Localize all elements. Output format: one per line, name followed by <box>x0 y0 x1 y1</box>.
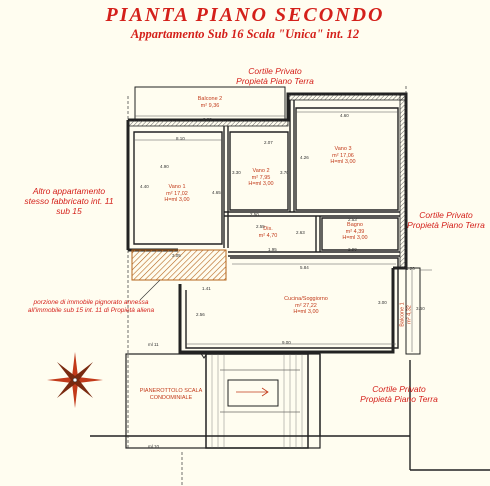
dim-label: 2.63 <box>296 230 305 235</box>
dim-label: 2.53 <box>348 217 357 222</box>
text-line: PIANEROTTOLO SCALA <box>139 388 203 394</box>
text-line: Propietà Piano Terra <box>407 220 485 230</box>
lower-walls <box>90 354 490 471</box>
dim-label: 1.20 <box>406 266 415 271</box>
text-line: all'immobile sub 15 int. 11 di Propietà … <box>27 307 155 314</box>
dim-label: 4.65 <box>212 190 221 195</box>
text-line: Vano 3 <box>334 146 352 152</box>
dim-label: ml 10 <box>148 444 160 449</box>
text-line: Bagno <box>347 222 363 228</box>
text-line: Dis. <box>263 226 273 232</box>
page-title: PIANTA PIANO SECONDO <box>105 4 385 26</box>
partitions <box>133 100 400 349</box>
dim-label: 4.60 <box>340 113 349 118</box>
dim-label: 1.41 <box>202 286 211 291</box>
label-cortile-right: Cortile Privato Propietà Piano Terra <box>402 210 490 230</box>
label-pianerottolo: PIANEROTTOLO SCALA CONDOMINIALE <box>136 388 206 401</box>
text-line: Cortile Privato <box>248 66 302 76</box>
stair-block <box>125 353 321 449</box>
text-line: m² 7,95 <box>251 174 271 181</box>
dim-label: 4.26 <box>300 155 309 160</box>
text-line: m² 4,70 <box>258 232 278 239</box>
text-line: H=ml 3,00 <box>342 235 368 241</box>
dim-label: 8.10 <box>176 136 185 141</box>
text-line: sub 15 <box>56 206 82 216</box>
dim-label: 4.40 <box>140 184 149 189</box>
text-line: H=ml 3,00 <box>330 159 356 165</box>
text-line: H=ml 3,00 <box>248 181 274 187</box>
text-line: H=ml 3,00 <box>164 197 190 203</box>
dim-label: 3.30 <box>232 170 241 175</box>
text-line: m² 9,36 <box>200 102 220 109</box>
text-line: Cortile Privato <box>372 384 426 394</box>
compass-rose-icon <box>47 352 103 408</box>
dim-label: 2.07 <box>264 140 273 145</box>
dim-label: 2.90 <box>348 247 357 252</box>
dim-label: 2.56 <box>196 312 205 317</box>
dim-label: 8.08 <box>203 117 212 122</box>
dim-label: 5.84 <box>300 265 309 270</box>
text-line: stesso fabbricato int. 11 <box>24 196 114 206</box>
top-wall <box>127 119 289 127</box>
stair-steps <box>211 354 303 448</box>
label-cortile-bottom: Cortile Privato Propietà Piano Terra <box>344 384 454 404</box>
text-line: m² 27,22 <box>295 302 317 309</box>
hatched-portion <box>131 249 227 281</box>
dim-label: 1.95 <box>268 247 277 252</box>
text-line: Cortile Privato <box>419 210 473 220</box>
text-line: CONDOMINIALE <box>149 394 193 401</box>
dim-label: 3.60 <box>416 306 425 311</box>
text-line: m² 17,06 <box>332 152 354 159</box>
text-line: Propietà Piano Terra <box>360 394 438 404</box>
dim-label: 2.55 <box>256 224 265 229</box>
vano3-top-wall <box>287 93 407 101</box>
right-wall <box>399 93 407 269</box>
label-cortile-top: Cortile Privato Propietà Piano Terra <box>215 66 335 86</box>
label-altro-appartamento: Altro appartamento stesso fabbricato int… <box>10 186 128 216</box>
text-line: m² 4,39 <box>345 228 365 235</box>
text-line: H=ml 3,00 <box>293 309 319 315</box>
dimension-lines <box>135 111 432 352</box>
dim-label: 3.70 <box>280 170 289 175</box>
dim-label: 9.00 <box>282 340 291 345</box>
dim-label: 3.00 <box>378 300 387 305</box>
dashed-lines <box>127 84 407 486</box>
balcone1-outline <box>405 267 421 355</box>
dim-label: 3.05 <box>172 253 181 258</box>
dim-label: 2.50 <box>250 212 259 217</box>
page-subtitle: Appartamento Sub 16 Scala "Unica" int. 1… <box>130 27 360 41</box>
text-line: m² 17,02 <box>166 190 188 197</box>
label-porzione: porzione di immobile pignorato annessa a… <box>6 299 176 315</box>
text-line: Balcone 2 <box>197 96 223 102</box>
text-line: porzione di immobile pignorato annessa <box>33 299 149 306</box>
stair-arrow <box>236 387 269 397</box>
text-line: m² 4,32 <box>406 305 412 324</box>
text-line: Propietà Piano Terra <box>236 76 314 86</box>
text-line: Vano 1 <box>168 184 186 190</box>
text-line: Altro appartamento <box>32 186 106 196</box>
dim-label: 4.90 <box>160 164 169 169</box>
text-line: Cucina/Soggiorno <box>284 296 328 302</box>
dim-label: ml 11 <box>148 342 159 347</box>
room-dis: Dis.m² 4,70 <box>246 226 290 239</box>
text-line: Vano 2 <box>252 168 270 174</box>
